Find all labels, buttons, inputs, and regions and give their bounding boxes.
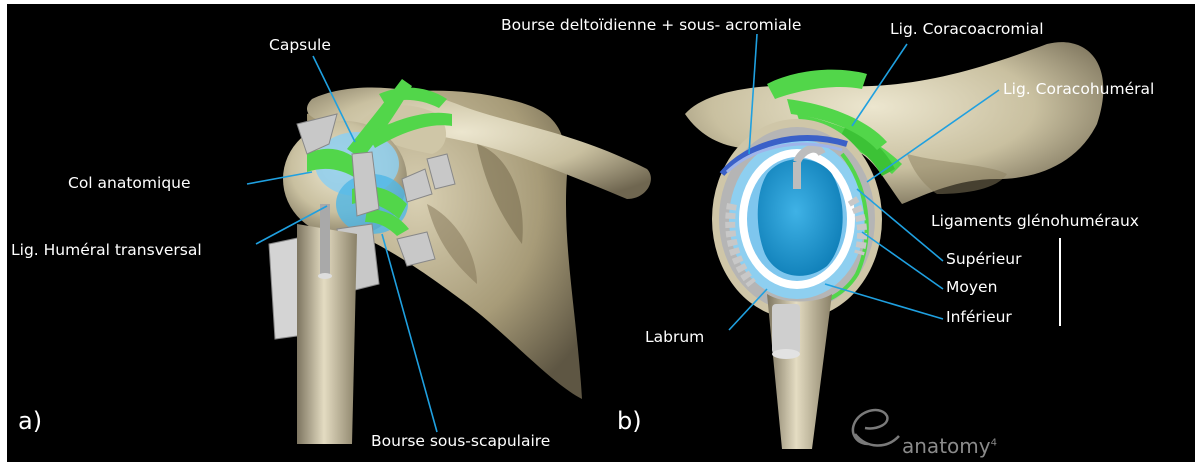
label-labrum: Labrum	[645, 330, 704, 346]
panel-letter-b: b)	[617, 409, 642, 433]
label-lig-coracohumeral: Lig. Coracohuméral	[1003, 82, 1154, 98]
label-inferieur: Inférieur	[946, 310, 1012, 326]
watermark-superscript: 4	[991, 437, 997, 448]
label-col-anatomique: Col anatomique	[68, 176, 191, 192]
panel-b-illustration	[685, 42, 1103, 449]
label-superieur: Supérieur	[946, 252, 1021, 268]
figure-canvas: Capsule Col anatomique Lig. Huméral tran…	[7, 4, 1195, 462]
label-ligaments-glenohumeraux: Ligaments glénohuméraux	[931, 214, 1139, 230]
watermark-text: anatomy	[902, 434, 991, 458]
label-lig-coracoacromial: Lig. Coracoacromial	[890, 22, 1044, 38]
watermark-anatomy: anatomy4	[902, 436, 997, 456]
label-capsule: Capsule	[269, 38, 331, 54]
watermark-e-logo	[853, 410, 899, 445]
label-lig-humeral-transversal: Lig. Huméral transversal	[11, 243, 202, 259]
anatomy-illustration	[7, 4, 1195, 462]
label-bourse-deltoidienne: Bourse deltoïdienne + sous- acromiale	[501, 18, 801, 34]
panel-a-illustration	[269, 79, 651, 444]
label-bourse-sous-scapulaire: Bourse sous-scapulaire	[371, 434, 550, 450]
panel-letter-a: a)	[18, 409, 42, 433]
label-moyen: Moyen	[946, 280, 997, 296]
